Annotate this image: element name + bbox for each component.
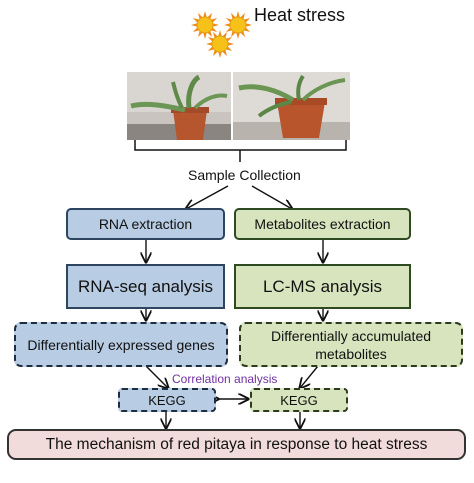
differentially-accumulated-metabolites-box: Differentially accumulated metabolites (239, 322, 463, 367)
lc-ms-analysis-box: LC-MS analysis (234, 264, 411, 309)
sample-collection-label: Sample Collection (188, 167, 301, 183)
kegg-left-box: KEGG (118, 388, 216, 412)
arrow-deg-kegg (145, 365, 168, 388)
differentially-expressed-genes-box: Differentially expressed genes (14, 322, 228, 367)
arrow-dam-kegg (300, 365, 319, 388)
metabolites-extraction-box: Metabolites extraction (234, 208, 411, 240)
kegg-right-box: KEGG (250, 388, 348, 412)
rna-extraction-box: RNA extraction (66, 208, 225, 240)
final-mechanism-box: The mechanism of red pitaya in response … (7, 429, 466, 460)
rna-seq-analysis-box: RNA-seq analysis (66, 264, 225, 309)
sun-icon (224, 11, 252, 39)
sun-icon (191, 11, 219, 39)
plant-photo-left (127, 72, 231, 140)
arrow-sample-rna (186, 185, 229, 209)
plant-photo-right (233, 72, 350, 140)
arrow-sample-metab (251, 185, 292, 209)
correlation-analysis-label: Correlation analysis (172, 372, 278, 386)
sun-icon (206, 30, 234, 58)
heat-stress-title: Heat stress (254, 5, 346, 25)
photo-bracket (134, 140, 347, 151)
